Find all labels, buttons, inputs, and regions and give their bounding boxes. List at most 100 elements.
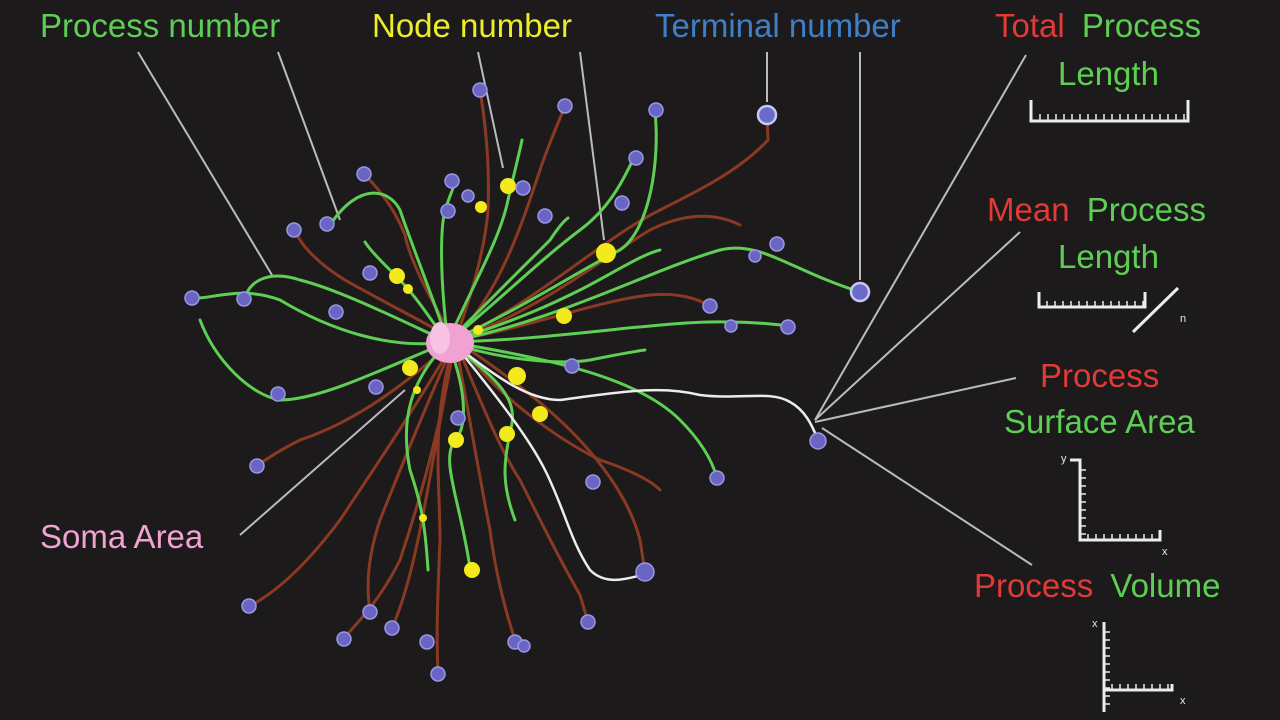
ruler-total-ticks <box>1039 114 1185 121</box>
terminal-marker <box>241 598 257 614</box>
label-mean-process-word: Process <box>1087 191 1206 228</box>
node-marker <box>473 325 483 335</box>
ruler-mean-ticks <box>1046 301 1144 307</box>
terminal-marker <box>537 208 553 224</box>
node-marker <box>596 243 616 263</box>
terminal-marker <box>461 189 475 203</box>
terminal-marker <box>236 291 252 307</box>
terminal-marker <box>368 379 384 395</box>
terminal-marker <box>648 102 664 118</box>
terminal-marker <box>319 216 335 232</box>
leader-node-2 <box>579 51 605 241</box>
terminal-marker <box>384 620 400 636</box>
node-marker <box>402 360 418 376</box>
node-marker <box>448 432 464 448</box>
terminal-marker <box>362 604 378 620</box>
terminal-marker <box>270 386 286 402</box>
leader-total-length <box>814 54 1027 421</box>
leader-process-2 <box>277 51 341 221</box>
node-marker <box>508 367 526 385</box>
terminal-marker <box>557 98 573 114</box>
node-marker <box>464 562 480 578</box>
ruler-total-length-icon <box>1029 100 1190 123</box>
label-mean-length: Length <box>1058 238 1159 275</box>
terminal-marker <box>769 236 785 252</box>
terminal-marker <box>635 562 655 582</box>
terminal-marker <box>614 195 630 211</box>
node-marker <box>532 406 548 422</box>
label-terminal-number: Terminal number <box>655 7 901 44</box>
terminal-marker <box>419 634 435 650</box>
terminal-markers <box>184 82 871 682</box>
node-marker <box>475 201 487 213</box>
tick-label-x-top: x <box>1092 618 1098 630</box>
tick-label-n: n <box>1180 313 1186 325</box>
terminal-marker <box>450 410 466 426</box>
terminal-marker <box>748 249 762 263</box>
axes-surface-ticks <box>1080 469 1153 540</box>
label-soma-area: Soma Area <box>40 518 204 555</box>
terminal-marker <box>780 319 796 335</box>
terminal-marker <box>809 432 827 450</box>
tick-label-x-right: x <box>1180 695 1186 707</box>
terminal-marker <box>472 82 488 98</box>
label-mean-word: Mean <box>987 191 1070 228</box>
terminal-marker <box>249 458 265 474</box>
terminal-marker <box>709 470 725 486</box>
terminal-marker <box>430 666 446 682</box>
leader-node-1 <box>477 51 504 169</box>
node-marker <box>403 284 413 294</box>
terminal-marker <box>515 180 531 196</box>
label-volume-word: Volume <box>1110 567 1220 604</box>
terminal-marker <box>356 166 372 182</box>
node-marker <box>499 426 515 442</box>
label-volume-process-word: Process <box>974 567 1093 604</box>
label-process-surface: Process <box>1040 357 1159 394</box>
terminal-marker <box>580 614 596 630</box>
terminal-marker <box>328 304 344 320</box>
terminal-marker <box>724 319 738 333</box>
label-node-number: Node number <box>372 7 572 44</box>
node-marker <box>556 308 572 324</box>
highlighted-process <box>453 343 820 582</box>
terminal-marker <box>517 639 531 653</box>
terminal-marker <box>628 150 644 166</box>
node-marker <box>419 514 427 522</box>
label-total-word: Total <box>995 7 1065 44</box>
terminal-marker <box>564 358 580 374</box>
axes-volume-icon <box>1102 622 1174 712</box>
label-surface-area: Surface Area <box>1004 403 1195 440</box>
terminal-marker <box>440 203 456 219</box>
terminal-marker <box>184 290 200 306</box>
ruler-mean-length-icon <box>1037 286 1180 334</box>
node-marker <box>413 386 421 394</box>
leader-lines <box>137 51 1033 566</box>
terminal-marker <box>444 173 460 189</box>
terminal-marker <box>756 104 778 126</box>
label-total-length: Length <box>1058 55 1159 92</box>
node-markers <box>389 178 616 578</box>
label-process-word: Process <box>1082 7 1201 44</box>
label-total-process: Total Process <box>995 7 1201 44</box>
tick-label-x: x <box>1162 546 1168 558</box>
axes-volume-ticks <box>1104 631 1169 705</box>
tick-label-y: y <box>1061 453 1067 465</box>
label-process-volume: Process Volume <box>974 567 1220 604</box>
terminal-marker <box>286 222 302 238</box>
terminal-marker <box>849 281 871 303</box>
label-process-number: Process number <box>40 7 280 44</box>
axes-surface-area-icon <box>1070 458 1162 542</box>
leader-mean-length <box>814 231 1021 421</box>
terminal-marker <box>702 298 718 314</box>
label-mean-process: Mean Process <box>987 191 1206 228</box>
leader-soma-area <box>239 389 406 536</box>
brown-processes <box>248 88 770 676</box>
leader-surface-area <box>814 377 1017 423</box>
terminal-marker <box>585 474 601 490</box>
terminal-marker <box>362 265 378 281</box>
leader-process-1 <box>137 51 273 276</box>
node-marker <box>500 178 516 194</box>
leader-volume <box>821 427 1033 566</box>
terminal-marker <box>336 631 352 647</box>
